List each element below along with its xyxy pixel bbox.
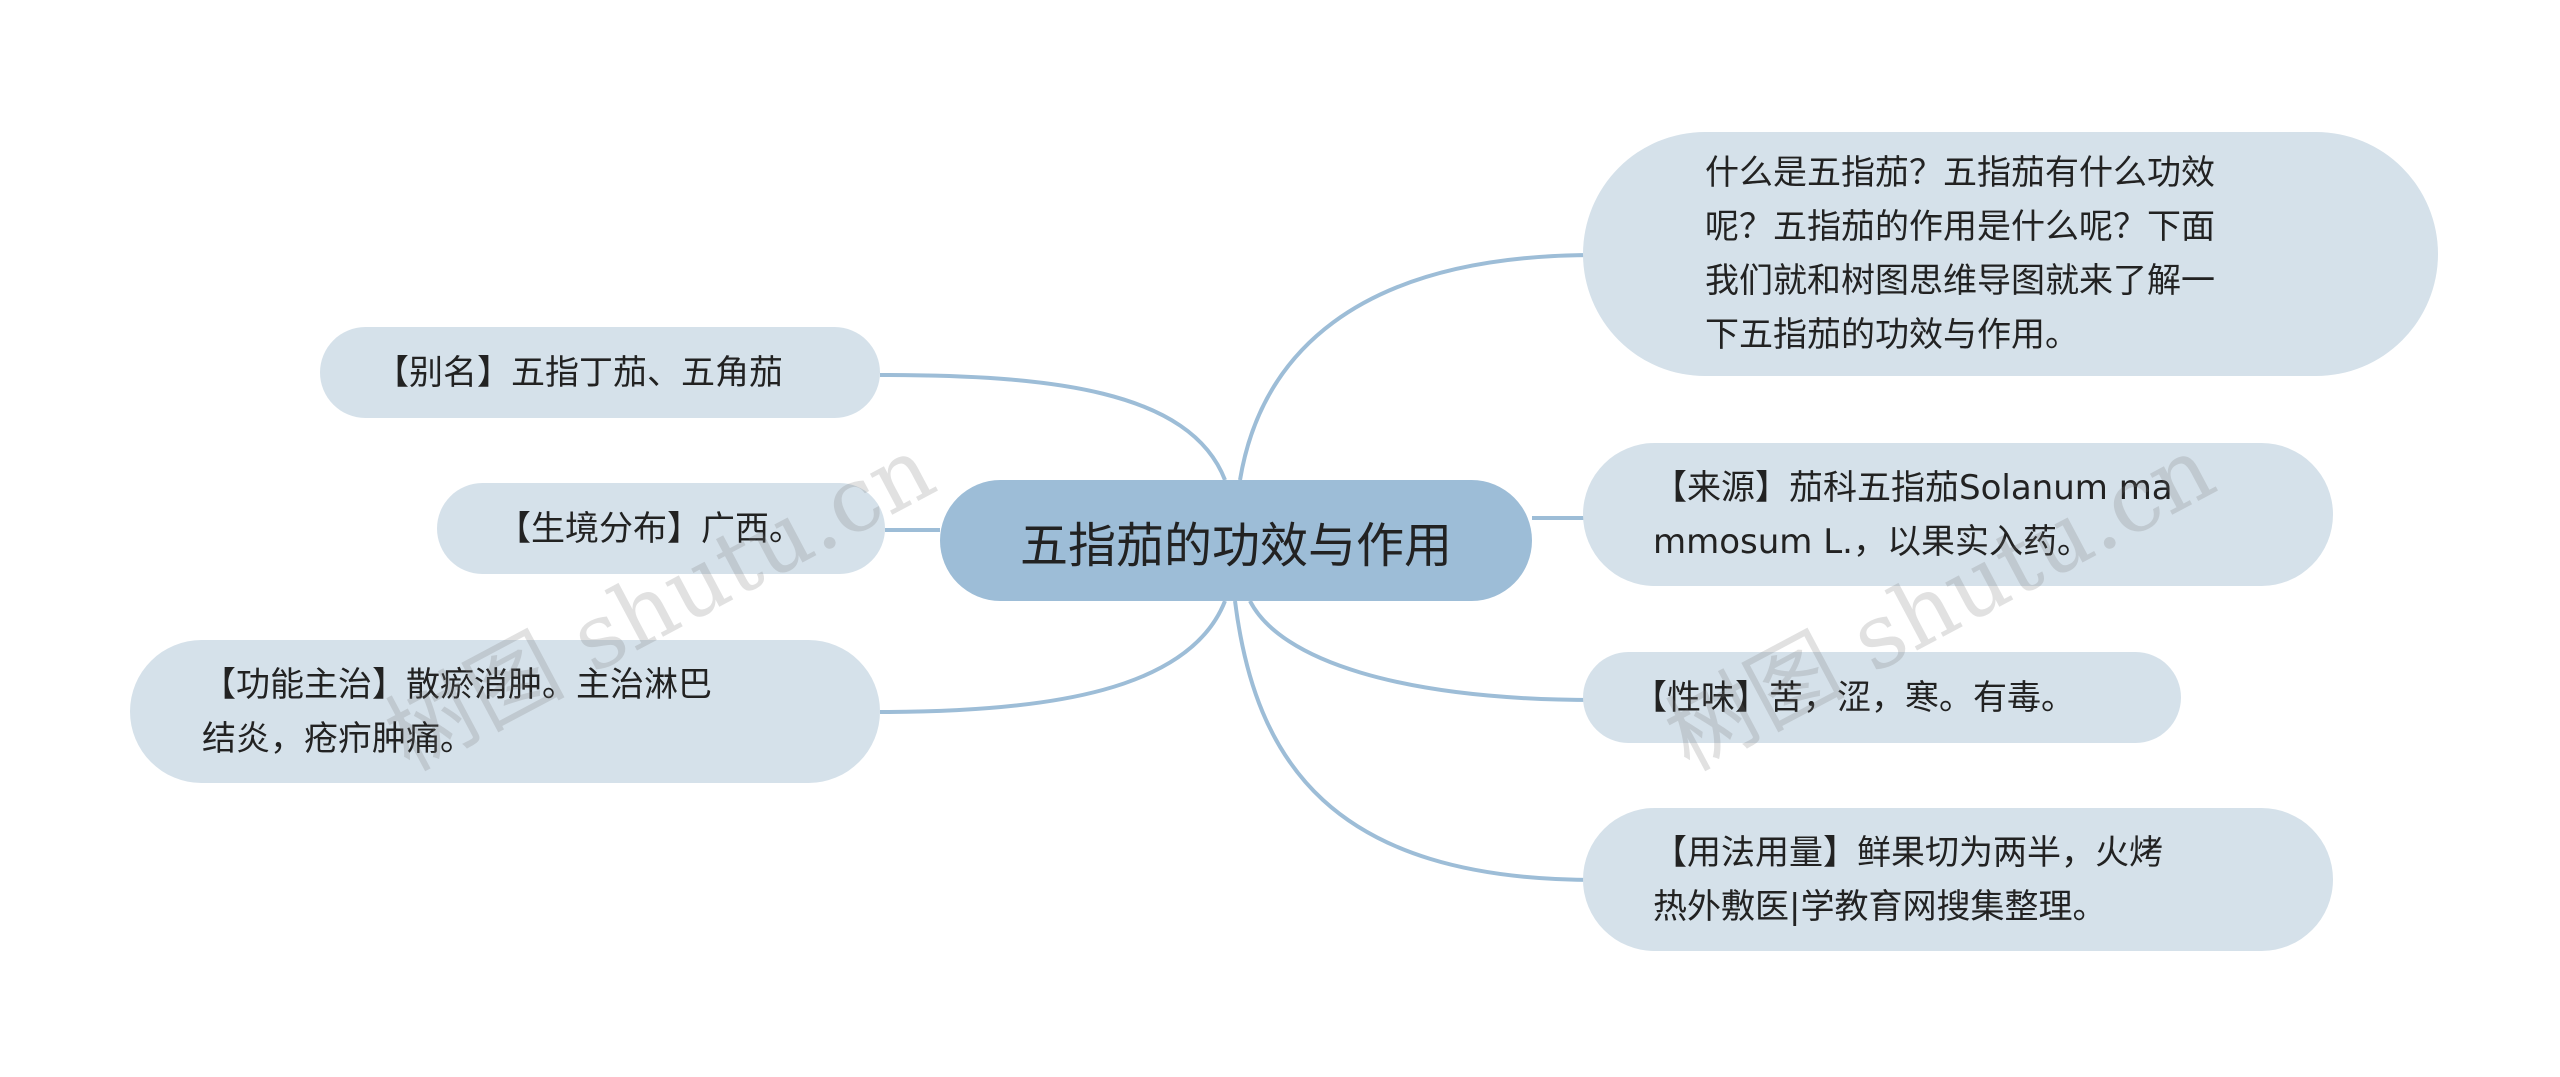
node-intro-line-4: 下五指茄的功效与作用。: [1705, 315, 2079, 355]
node-intro-line-1: 什么是五指茄？五指茄有什么功效: [1705, 153, 2215, 193]
central-topic[interactable]: 五指茄的功效与作用: [940, 480, 1532, 601]
node-yongfa-line-2: 热外敷医|学教育网搜集整理。: [1653, 886, 2107, 927]
node-bieming-text: 【别名】五指丁茄、五角茄: [375, 352, 783, 393]
node-shengjing-text: 【生境分布】广西。: [497, 508, 803, 549]
node-gongneng-line-1: 【功能主治】散瘀消肿。主治淋巴: [202, 664, 712, 705]
node-intro-line-2: 呢？五指茄的作用是什么呢？下面: [1705, 207, 2215, 247]
node-laiyuan[interactable]: 【来源】茄科五指茄Solanum ma mmosum L.，以果实入药。: [1583, 443, 2333, 586]
node-yongfa-line-1: 【用法用量】鲜果切为两半，火烤: [1653, 832, 2163, 873]
node-gongneng-line-2: 结炎，疮疖肿痛。: [202, 718, 474, 759]
node-xingwei[interactable]: 【性味】苦，涩，寒。有毒。: [1583, 652, 2181, 743]
link-xingwei: [1248, 600, 1596, 702]
node-gongneng[interactable]: 【功能主治】散瘀消肿。主治淋巴 结炎，疮疖肿痛。: [130, 640, 880, 783]
node-laiyuan-line-1: 【来源】茄科五指茄Solanum ma: [1653, 467, 2173, 508]
node-laiyuan-line-2: mmosum L.，以果实入药。: [1653, 521, 2091, 562]
node-yongfa[interactable]: 【用法用量】鲜果切为两半，火烤 热外敷医|学教育网搜集整理。: [1583, 808, 2333, 951]
node-shengjing[interactable]: 【生境分布】广西。: [437, 483, 885, 574]
link-yongfa: [1233, 600, 1596, 882]
node-intro-line-3: 我们就和树图思维导图就来了解一: [1705, 261, 2215, 301]
node-intro[interactable]: 什么是五指茄？五指茄有什么功效 呢？五指茄的作用是什么呢？下面 我们就和树图思维…: [1583, 132, 2438, 376]
link-bieming: [879, 373, 1227, 481]
link-intro: [1238, 253, 1596, 481]
central-topic-label: 五指茄的功效与作用: [1019, 517, 1452, 574]
node-bieming[interactable]: 【别名】五指丁茄、五角茄: [320, 327, 880, 418]
node-xingwei-text: 【性味】苦，涩，寒。有毒。: [1633, 677, 2075, 718]
link-gongneng: [879, 600, 1227, 714]
